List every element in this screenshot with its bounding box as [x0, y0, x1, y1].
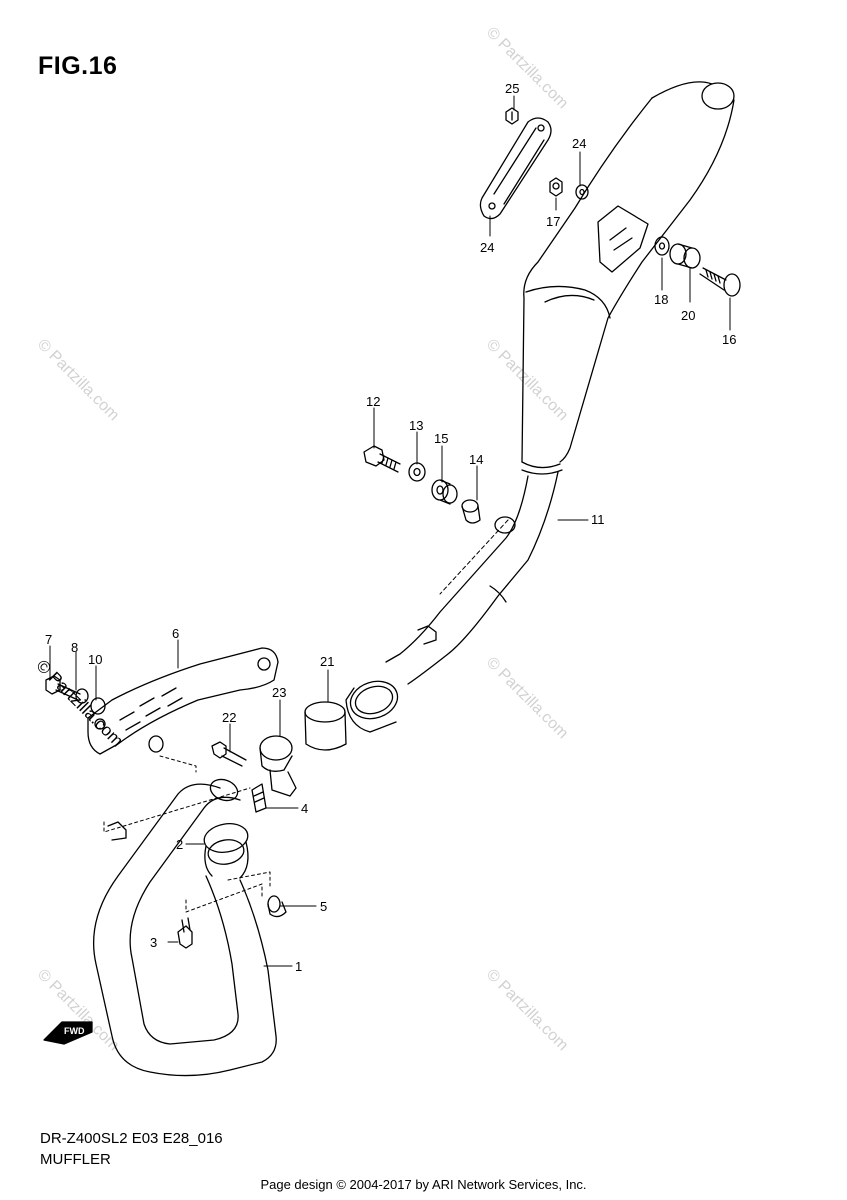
model-code: DR-Z400SL2 E03 E28_016	[40, 1130, 223, 1147]
part-label: 25	[505, 81, 519, 96]
part-label: 21	[320, 654, 334, 669]
part-label: 2	[176, 837, 183, 852]
stud-4	[251, 783, 267, 813]
part-label: 17	[546, 214, 560, 229]
part-label: 24	[572, 136, 586, 151]
part-label: 12	[366, 394, 380, 409]
part-label: 14	[469, 452, 483, 467]
part-label: 6	[172, 626, 179, 641]
collar-14	[461, 499, 481, 524]
exhaust-header-pipe	[93, 778, 277, 1077]
washer-19	[575, 184, 589, 200]
leader-lines	[49, 95, 731, 967]
part-label: 8	[71, 640, 78, 655]
part-label: 5	[320, 899, 327, 914]
part-label: 3	[150, 935, 157, 950]
part-label: 23	[272, 685, 286, 700]
part-label: 18	[654, 292, 668, 307]
muffler-band	[479, 117, 552, 220]
muffler-bracket	[45, 647, 279, 755]
clamp-23	[259, 735, 297, 797]
part-label: 22	[222, 710, 236, 725]
part-label: 16	[722, 332, 736, 347]
part-label: 20	[681, 308, 695, 323]
bolt-22	[211, 741, 247, 767]
forward-direction-icon: FWD	[43, 1021, 93, 1045]
nut-5	[267, 895, 287, 918]
fwd-label: FWD	[64, 1026, 85, 1036]
bolt-25	[505, 107, 519, 125]
part-label: 24	[480, 240, 494, 255]
part-label: 10	[88, 652, 102, 667]
figure-title: FIG.16	[38, 52, 118, 80]
washer-18	[654, 236, 670, 256]
collar-20	[669, 243, 701, 269]
part-label: 11	[591, 512, 605, 527]
part-label: 1	[295, 959, 302, 974]
part-label: 13	[409, 418, 423, 433]
gasket-21	[304, 701, 347, 751]
footer-credit: Page design © 2004-2017 by ARI Network S…	[260, 1177, 587, 1192]
section-name: MUFFLER	[40, 1151, 111, 1168]
muffler-body	[345, 81, 735, 733]
bolt-3	[177, 917, 193, 949]
washer-13	[408, 462, 426, 482]
bolt-16	[699, 267, 741, 297]
part-label: 15	[434, 431, 448, 446]
part-label: 4	[301, 801, 308, 816]
part-label: 7	[45, 632, 52, 647]
grommet-15	[431, 479, 458, 505]
nut-17	[549, 177, 563, 197]
part-number-labels: 25 24 17 24 18 20 16 12 13 15 14 11 6 7 …	[45, 81, 736, 974]
bolt-12	[363, 445, 401, 473]
